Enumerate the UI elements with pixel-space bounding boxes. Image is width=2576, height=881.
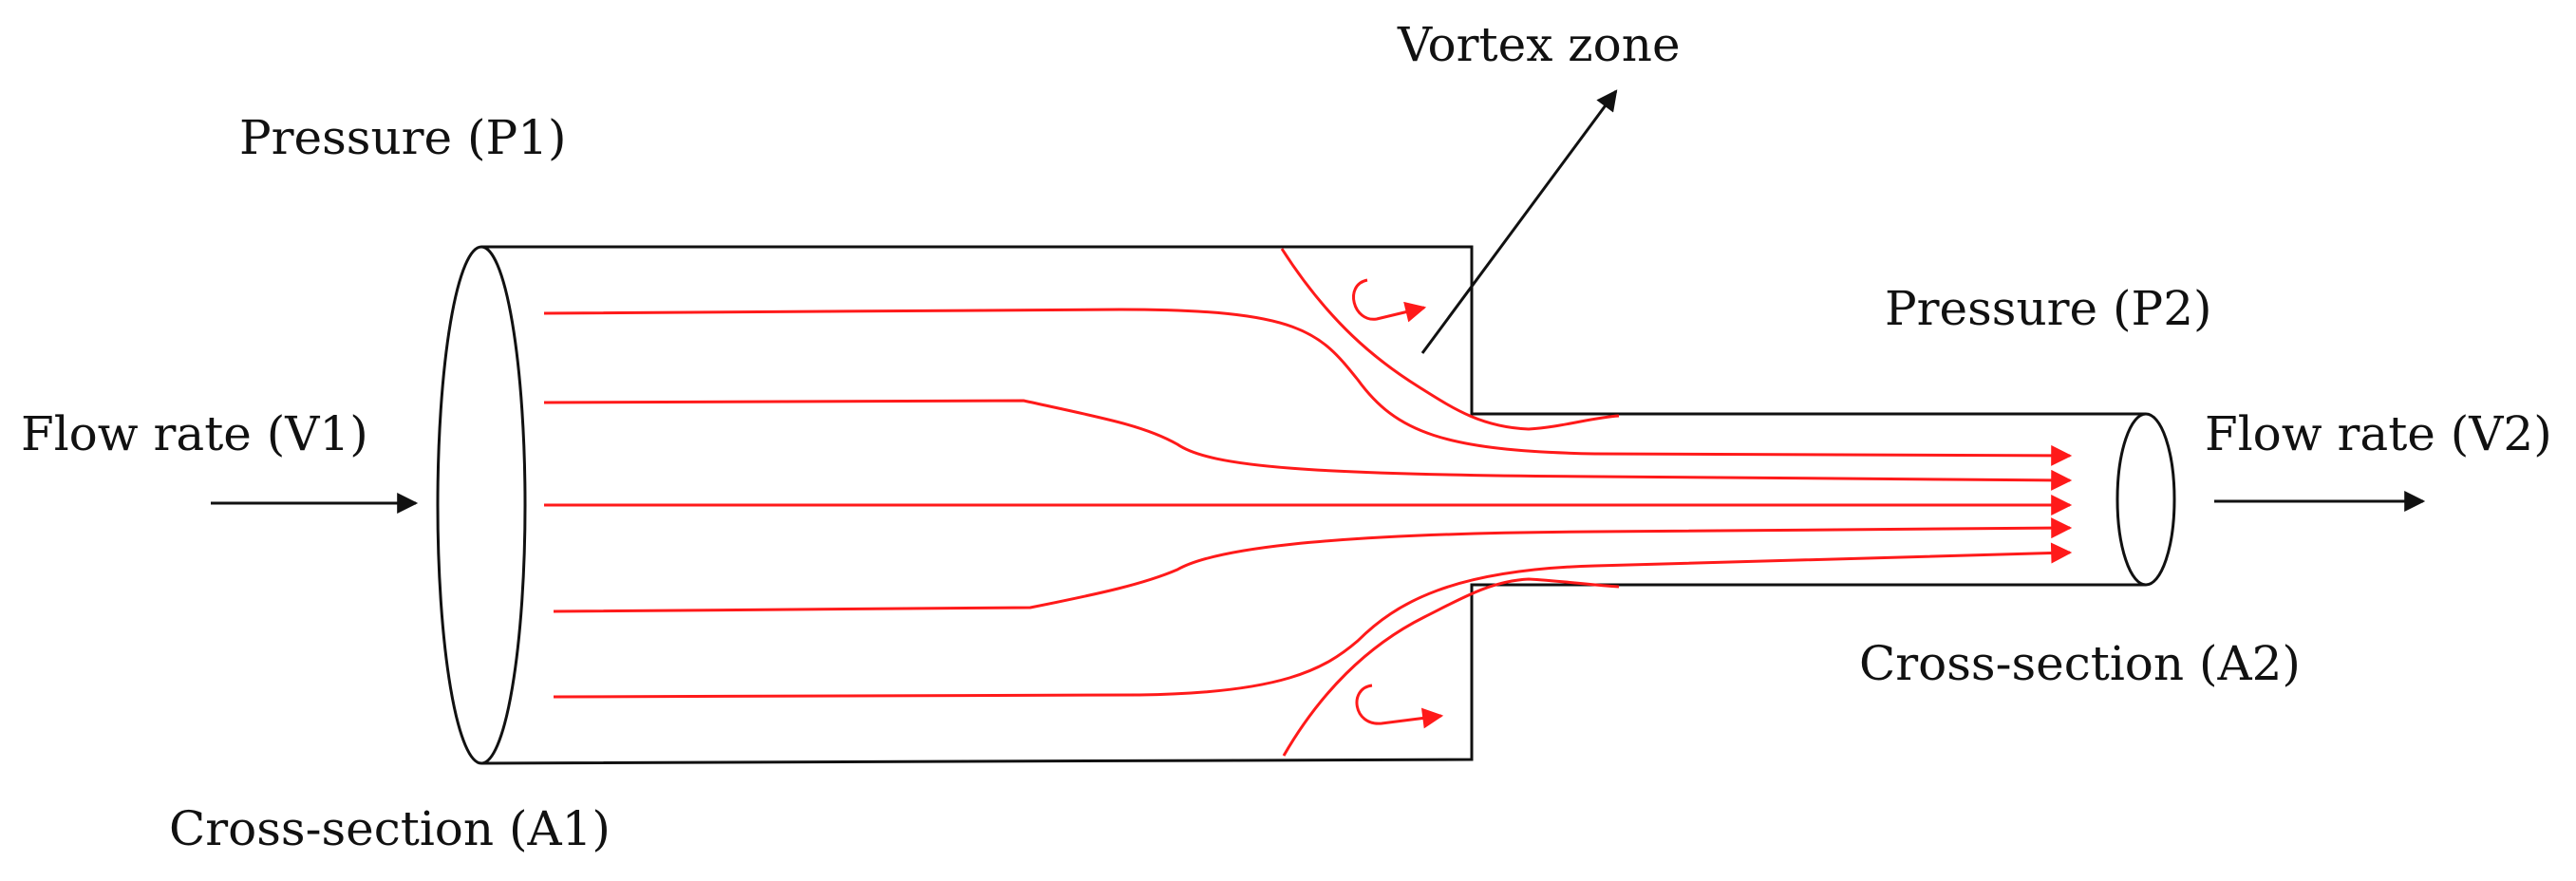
pipe-outline [436, 245, 2176, 765]
pressure-p1-label: Pressure (P1) [239, 110, 567, 165]
outlet-ellipse [2115, 412, 2176, 587]
streamline-2 [543, 399, 2073, 491]
upper-vortex-swirl-icon [1352, 278, 1427, 323]
indicator-arrows [211, 89, 2426, 514]
vortex-zones [1280, 248, 1620, 757]
streamline-4 [553, 517, 2073, 613]
pressure-p2-label: Pressure (P2) [1885, 281, 2212, 336]
streamline-5 [553, 542, 2073, 699]
vortex-zone-label: Vortex zone [1398, 17, 1681, 72]
upper-vortex-boundary [1280, 248, 1620, 431]
streamline-1 [543, 308, 2073, 466]
flow-rate-v2-label: Flow rate (V2) [2205, 406, 2552, 461]
wide-pipe-body [481, 245, 2146, 416]
wide-pipe-body-bottom [480, 583, 2146, 765]
inlet-ellipse [436, 245, 527, 765]
vortex-zone-pointer-arrow [1420, 89, 1618, 354]
lower-vortex-swirl-icon [1355, 684, 1444, 729]
cross-section-a1-label: Cross-section (A1) [169, 801, 611, 856]
cross-section-a2-label: Cross-section (A2) [1859, 636, 2301, 691]
streamlines [543, 308, 2073, 699]
flow-rate-v1-label: Flow rate (V1) [21, 406, 368, 461]
lower-vortex-boundary [1282, 577, 1620, 757]
